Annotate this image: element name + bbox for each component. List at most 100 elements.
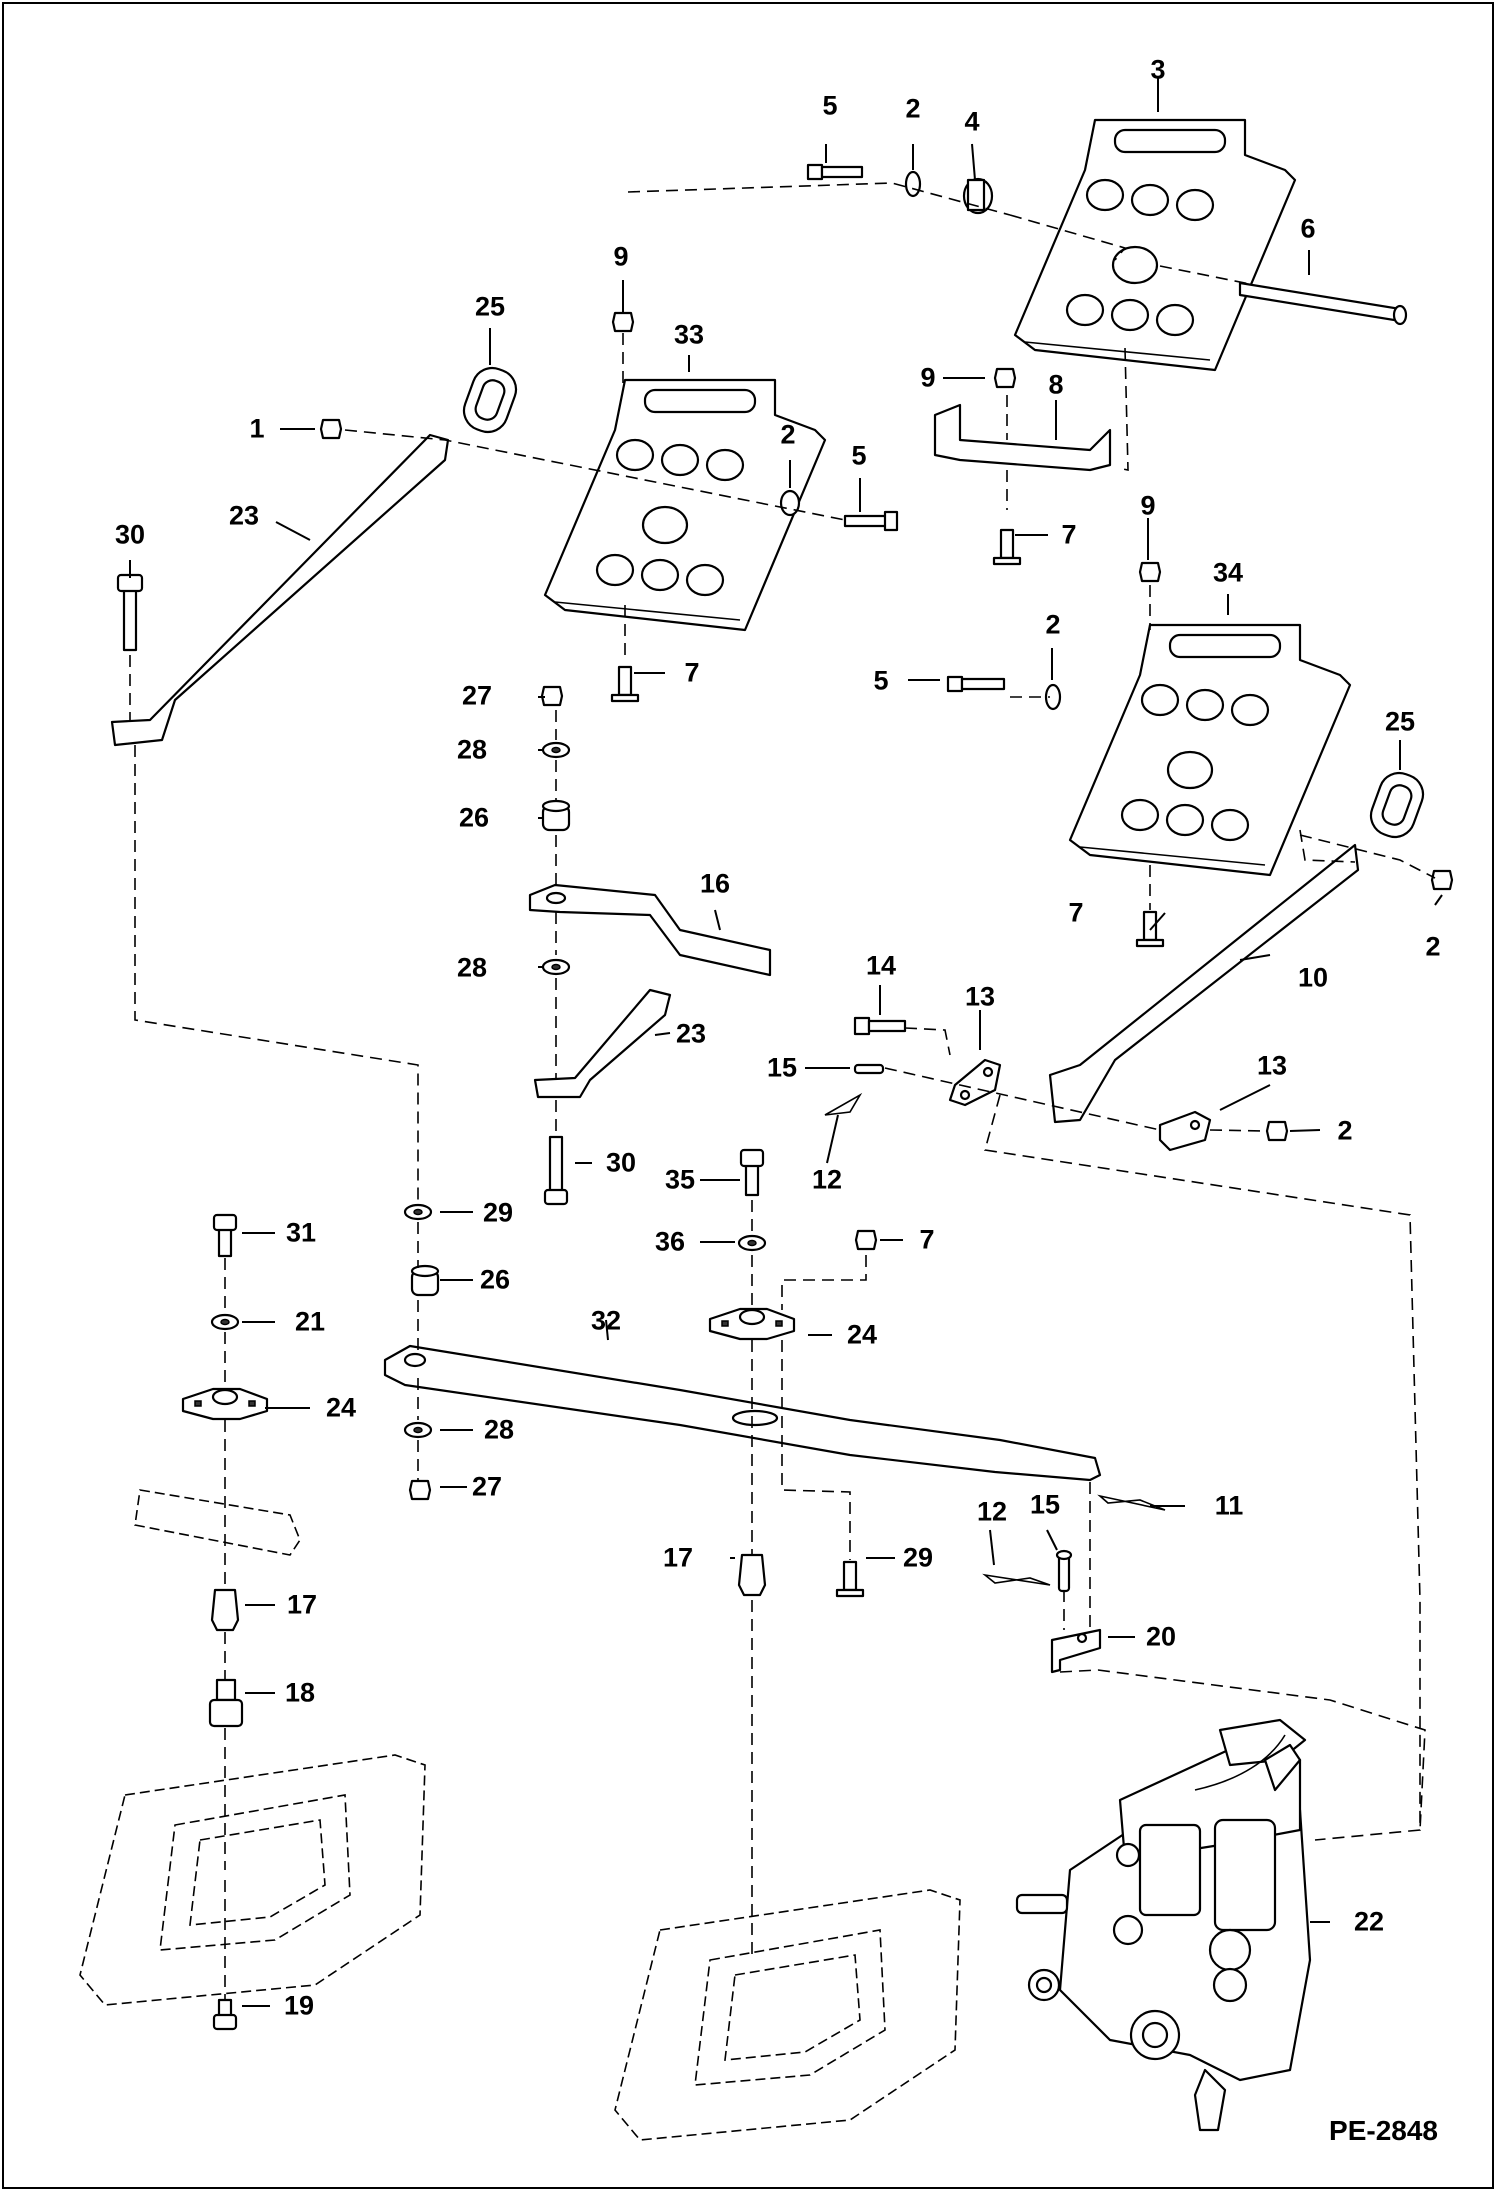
callout-26: 26 bbox=[458, 802, 490, 833]
washer-36 bbox=[737, 1234, 767, 1252]
callout-19: 19 bbox=[283, 1990, 315, 2021]
callout-22: 22 bbox=[1353, 1906, 1385, 1937]
callout-2: 2 bbox=[1425, 931, 1441, 962]
leader-lines bbox=[129, 78, 1443, 2007]
callout-8: 8 bbox=[1048, 369, 1064, 400]
pedal-3 bbox=[1013, 118, 1297, 372]
bolt-5-mid bbox=[843, 510, 899, 532]
callout-1: 1 bbox=[249, 413, 265, 444]
bolt-19 bbox=[212, 1998, 238, 2031]
callout-28: 28 bbox=[483, 1414, 515, 1445]
bracket-24-left bbox=[181, 1387, 269, 1421]
callout-11: 11 bbox=[1214, 1490, 1244, 1521]
bushing-17-center bbox=[737, 1553, 767, 1597]
bushing-4 bbox=[962, 177, 994, 215]
callout-4: 4 bbox=[964, 106, 980, 137]
link-13-lower bbox=[1158, 1110, 1212, 1152]
washer-28-bottom bbox=[403, 1421, 433, 1439]
callout-33: 33 bbox=[673, 319, 705, 350]
callout-7: 7 bbox=[684, 657, 700, 688]
callout-6: 6 bbox=[1300, 213, 1316, 244]
callout-32: 32 bbox=[590, 1305, 622, 1336]
nut-2-right bbox=[1430, 869, 1454, 891]
callout-16: 16 bbox=[699, 868, 731, 899]
nut-9b bbox=[611, 311, 635, 333]
callout-27: 27 bbox=[471, 1471, 503, 1502]
callout-14: 14 bbox=[865, 950, 897, 981]
washer-28-top bbox=[541, 741, 571, 759]
callout-28: 28 bbox=[456, 952, 488, 983]
nut-7-center bbox=[854, 1229, 878, 1251]
nut-9a bbox=[993, 367, 1017, 389]
clip-12-upper bbox=[824, 1092, 863, 1116]
callout-18: 18 bbox=[284, 1677, 316, 1708]
callout-7: 7 bbox=[919, 1224, 935, 1255]
callout-7: 7 bbox=[1068, 897, 1084, 928]
pin-15-upper bbox=[853, 1063, 885, 1075]
drawing-code: PE-2848 bbox=[1329, 2115, 1438, 2146]
callout-2: 2 bbox=[780, 419, 796, 450]
grommet-25a bbox=[457, 361, 523, 439]
callout-2: 2 bbox=[905, 93, 921, 124]
callout-3: 3 bbox=[1150, 54, 1166, 85]
callout-9: 9 bbox=[920, 362, 936, 393]
callout-15: 15 bbox=[766, 1052, 798, 1083]
plate-left bbox=[79, 1754, 426, 2006]
washer-2-right bbox=[1044, 683, 1062, 711]
lever-32 bbox=[383, 1344, 1102, 1482]
bolt-29-center bbox=[835, 1560, 865, 1598]
washer-2-top bbox=[904, 170, 922, 198]
callout-17: 17 bbox=[662, 1542, 694, 1573]
callout-31: 31 bbox=[285, 1217, 317, 1248]
link-23-upper bbox=[110, 433, 450, 747]
bolt-31 bbox=[212, 1213, 238, 1258]
pin-15-lower bbox=[1055, 1549, 1073, 1593]
callout-10: 10 bbox=[1297, 962, 1329, 993]
bracket-8 bbox=[933, 403, 1112, 472]
callout-13: 13 bbox=[964, 981, 996, 1012]
callout-23: 23 bbox=[228, 500, 260, 531]
callout-35: 35 bbox=[664, 1164, 696, 1195]
bolt-30-top bbox=[116, 573, 144, 652]
callout-36: 36 bbox=[654, 1226, 686, 1257]
callout-9: 9 bbox=[1140, 490, 1156, 521]
callout-5: 5 bbox=[873, 665, 889, 696]
callout-20: 20 bbox=[1145, 1621, 1177, 1652]
callout-24: 24 bbox=[325, 1392, 357, 1423]
nut-9c bbox=[1138, 561, 1162, 583]
control-valve-22 bbox=[1015, 1718, 1312, 2132]
bushing-17-left bbox=[210, 1588, 240, 1632]
bushing-26-top bbox=[541, 799, 571, 832]
nut-2-lower bbox=[1265, 1120, 1289, 1142]
callout-26: 26 bbox=[479, 1264, 511, 1295]
callout-24: 24 bbox=[846, 1319, 878, 1350]
callout-5: 5 bbox=[851, 440, 867, 471]
floor-section bbox=[134, 1489, 301, 1556]
callout-29: 29 bbox=[482, 1197, 514, 1228]
callout-5: 5 bbox=[822, 90, 838, 121]
bushing-18 bbox=[208, 1678, 244, 1728]
clip-11 bbox=[1097, 1494, 1166, 1511]
grommet-25b bbox=[1364, 766, 1430, 844]
callout-21: 21 bbox=[294, 1306, 326, 1337]
link-10 bbox=[1048, 843, 1360, 1124]
callout-7: 7 bbox=[1061, 519, 1077, 550]
callout-30: 30 bbox=[605, 1147, 637, 1178]
bolt-5-right bbox=[946, 675, 1006, 693]
callout-15: 15 bbox=[1029, 1489, 1061, 1520]
callout-29: 29 bbox=[902, 1542, 934, 1573]
callout-28: 28 bbox=[456, 734, 488, 765]
bolt-5-top bbox=[806, 163, 864, 181]
washer-21 bbox=[210, 1313, 240, 1331]
washer-28-mid bbox=[541, 958, 571, 976]
callout-9: 9 bbox=[613, 241, 629, 272]
callout-23: 23 bbox=[675, 1018, 707, 1049]
nut-1 bbox=[319, 418, 343, 440]
callout-12: 12 bbox=[811, 1164, 843, 1195]
link-23-lower bbox=[533, 988, 672, 1099]
callout-2: 2 bbox=[1337, 1115, 1353, 1146]
link-13-upper bbox=[948, 1058, 1002, 1107]
washer-29 bbox=[403, 1203, 433, 1221]
